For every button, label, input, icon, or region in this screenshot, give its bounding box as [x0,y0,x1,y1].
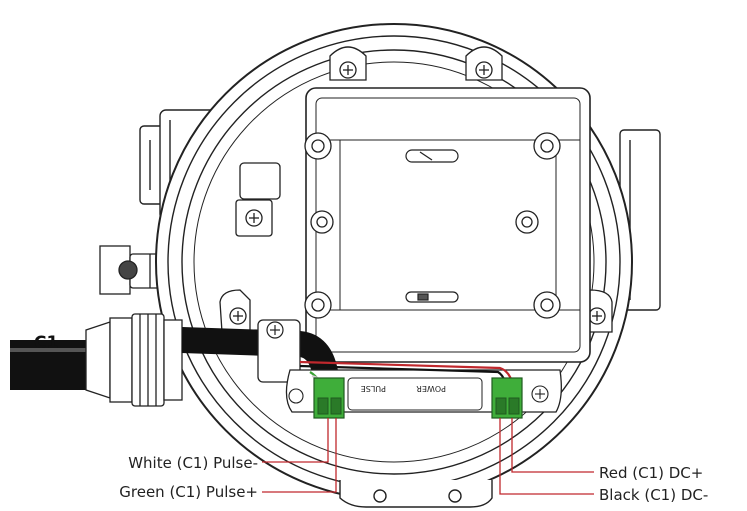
pulse-terminal-block [313,377,345,419]
power-terminal-block [491,377,523,419]
leader-red [511,418,594,473]
module-corner-bosses [304,132,561,319]
top-screws [329,46,503,81]
cable-c1-label: C1 [34,333,58,353]
callout-black-label: Black (C1) DC- [599,486,708,504]
cable-clamp [235,162,281,237]
board-pulse-label: PULSE [361,384,386,393]
leader-green [262,418,337,493]
board-power-label: POWER [416,384,446,393]
cable-gland [85,313,183,407]
module-window [305,87,591,363]
callout-white-label: White (C1) Pulse- [128,454,258,472]
leader-black [499,418,594,495]
callout-leaders [262,418,594,495]
callout-green-label: Green (C1) Pulse+ [119,483,258,501]
cable-c1 [10,340,90,390]
leader-white [262,418,329,463]
callout-red-label: Red (C1) DC+ [599,464,703,482]
bottom-mounting-tabs [339,480,493,508]
module-clips [405,149,459,303]
